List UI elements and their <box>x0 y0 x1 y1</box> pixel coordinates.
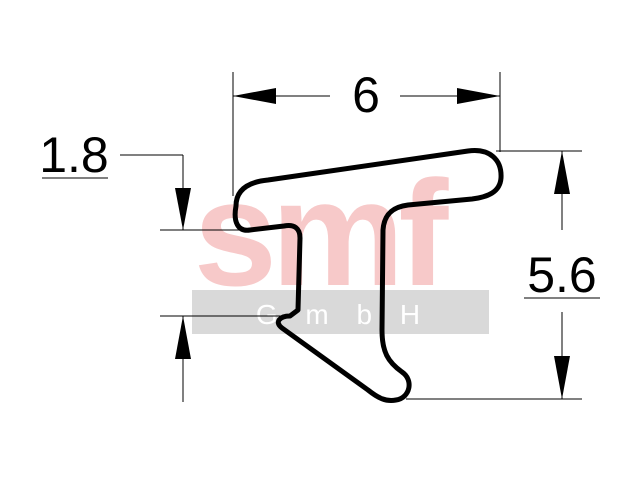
arrow-lip-bottom <box>175 316 191 359</box>
lip-label: 1.8 <box>39 127 109 183</box>
dimension-lip <box>42 154 290 402</box>
dimension-height <box>406 150 600 400</box>
arrow-height-top <box>554 151 570 194</box>
arrow-width-right <box>457 88 500 104</box>
arrow-width-left <box>233 88 276 104</box>
watermark-band <box>192 290 489 334</box>
watermark-logo: smf <box>194 149 450 317</box>
arrow-lip-top <box>175 188 191 230</box>
width-label: 6 <box>352 67 380 123</box>
seal-profile-outline <box>232 148 504 403</box>
arrow-height-bottom <box>554 356 570 399</box>
dimension-width <box>232 72 501 196</box>
watermark: smf G m b H <box>192 149 489 334</box>
height-label: 5.6 <box>527 247 597 303</box>
